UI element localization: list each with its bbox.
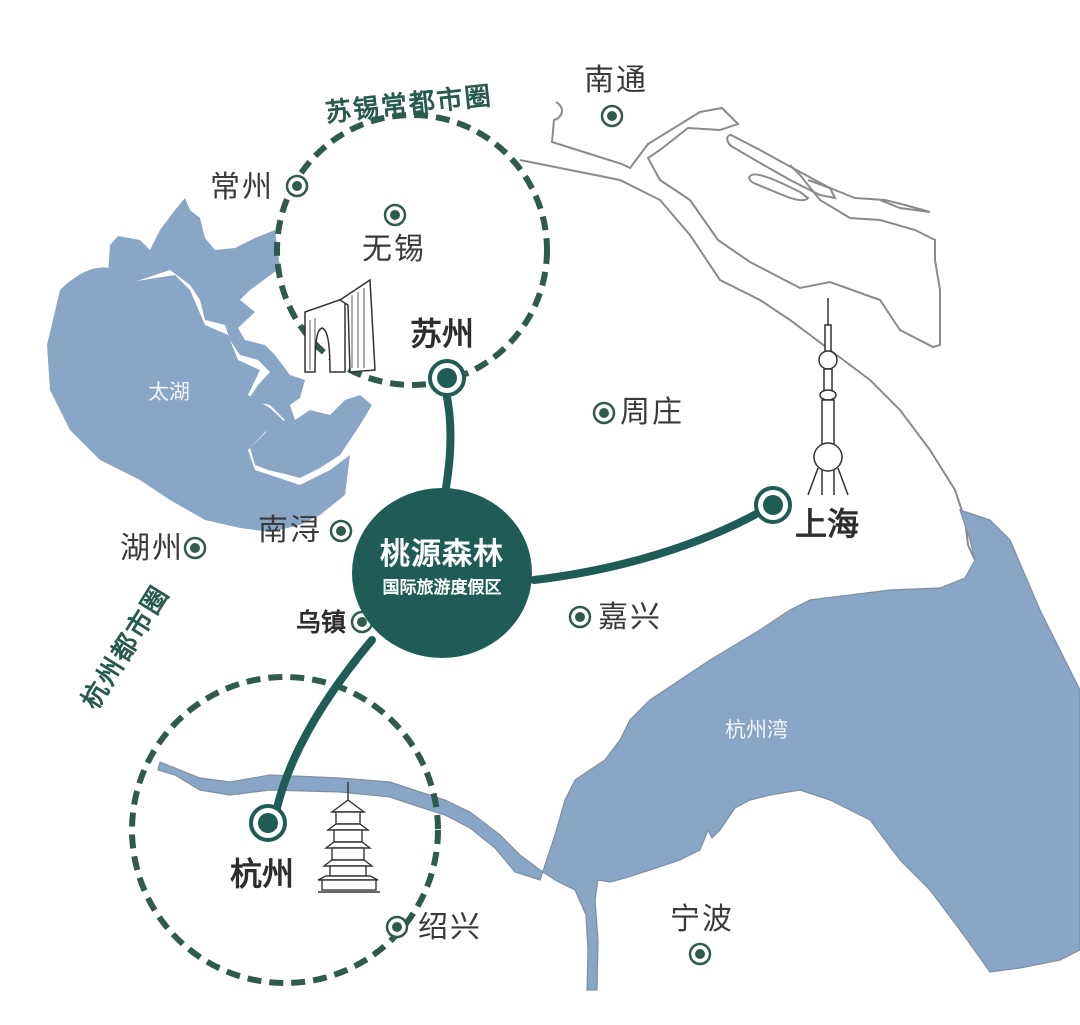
city-label-suzhou: 苏州 [410,315,475,353]
resort-title: 桃源森林 [380,537,504,572]
city-label-hangzhou: 杭州 [230,855,295,893]
leifeng-pagoda-icon [317,782,380,893]
city-label-nantong: 南通 [584,63,648,98]
city-label-ningbo: 宁波 [670,902,734,937]
coastline [519,101,976,561]
city-label-huzhou: 湖州 [120,531,184,566]
suxichang-ring [274,112,550,388]
city-label-wuzhen: 乌镇 [296,608,347,637]
taihu-lake [47,198,372,532]
resort-subtitle: 国际旅游度假区 [382,578,502,598]
city-label-shaoxing: 绍兴 [418,910,482,945]
hangzhou-ring [129,674,441,986]
oriental-pearl-tower-icon [807,298,849,496]
gate-of-orient-icon [304,278,376,373]
city-label-changzhou: 常州 [210,170,274,205]
city-markers [183,104,792,966]
taihu-label: 太湖 [148,380,190,404]
city-label-zhouzhuang: 周庄 [620,395,684,430]
resort-center-badge: 桃源森林 国际旅游度假区 [352,488,532,658]
city-label-wuxi: 无锡 [362,232,426,267]
city-label-nanxun: 南浔 [258,513,322,548]
hangzhou-bay-label: 杭州湾 [725,718,788,742]
city-label-shanghai: 上海 [795,505,860,543]
city-label-jiaxing: 嘉兴 [598,600,662,635]
route-lines [272,388,764,816]
